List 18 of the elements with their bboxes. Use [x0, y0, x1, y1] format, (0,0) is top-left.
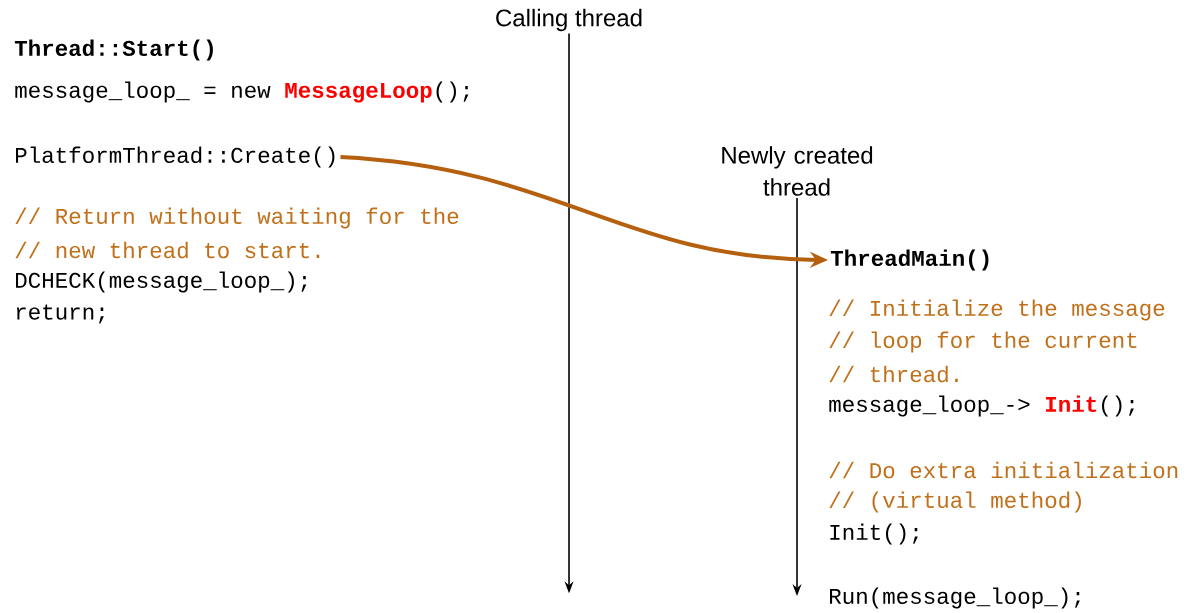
code-line: message_loop_-> Init ();	[829, 395, 1134, 417]
code-comment: // thread.	[829, 365, 958, 383]
code-heading: ThreadMain()	[830, 249, 989, 271]
code-comment: // Return without waiting for the	[15, 207, 459, 229]
code-comment: // loop for the current	[829, 331, 1137, 353]
code-line: return;	[16, 304, 104, 324]
code-heading: Thread::Start()	[14, 39, 213, 61]
thread-label: Calling thread	[496, 8, 642, 32]
code-line: Run(message_loop_);	[830, 587, 1080, 609]
code-line: Init();	[830, 523, 918, 545]
code-comment: // new thread to start.	[15, 241, 320, 259]
code-comment: // Do extra initialization	[829, 461, 1178, 479]
code-comment: // Initialize the message	[829, 299, 1165, 321]
code-line: message_loop_ = new MessageLoop ();	[15, 81, 469, 103]
code-line: PlatformThread::Create()	[16, 146, 335, 168]
thread-label: Newly created thread	[722, 146, 873, 196]
code-comment: // (virtual method)	[829, 491, 1081, 513]
code-line: DCHECK(message_loop_);	[16, 271, 307, 293]
